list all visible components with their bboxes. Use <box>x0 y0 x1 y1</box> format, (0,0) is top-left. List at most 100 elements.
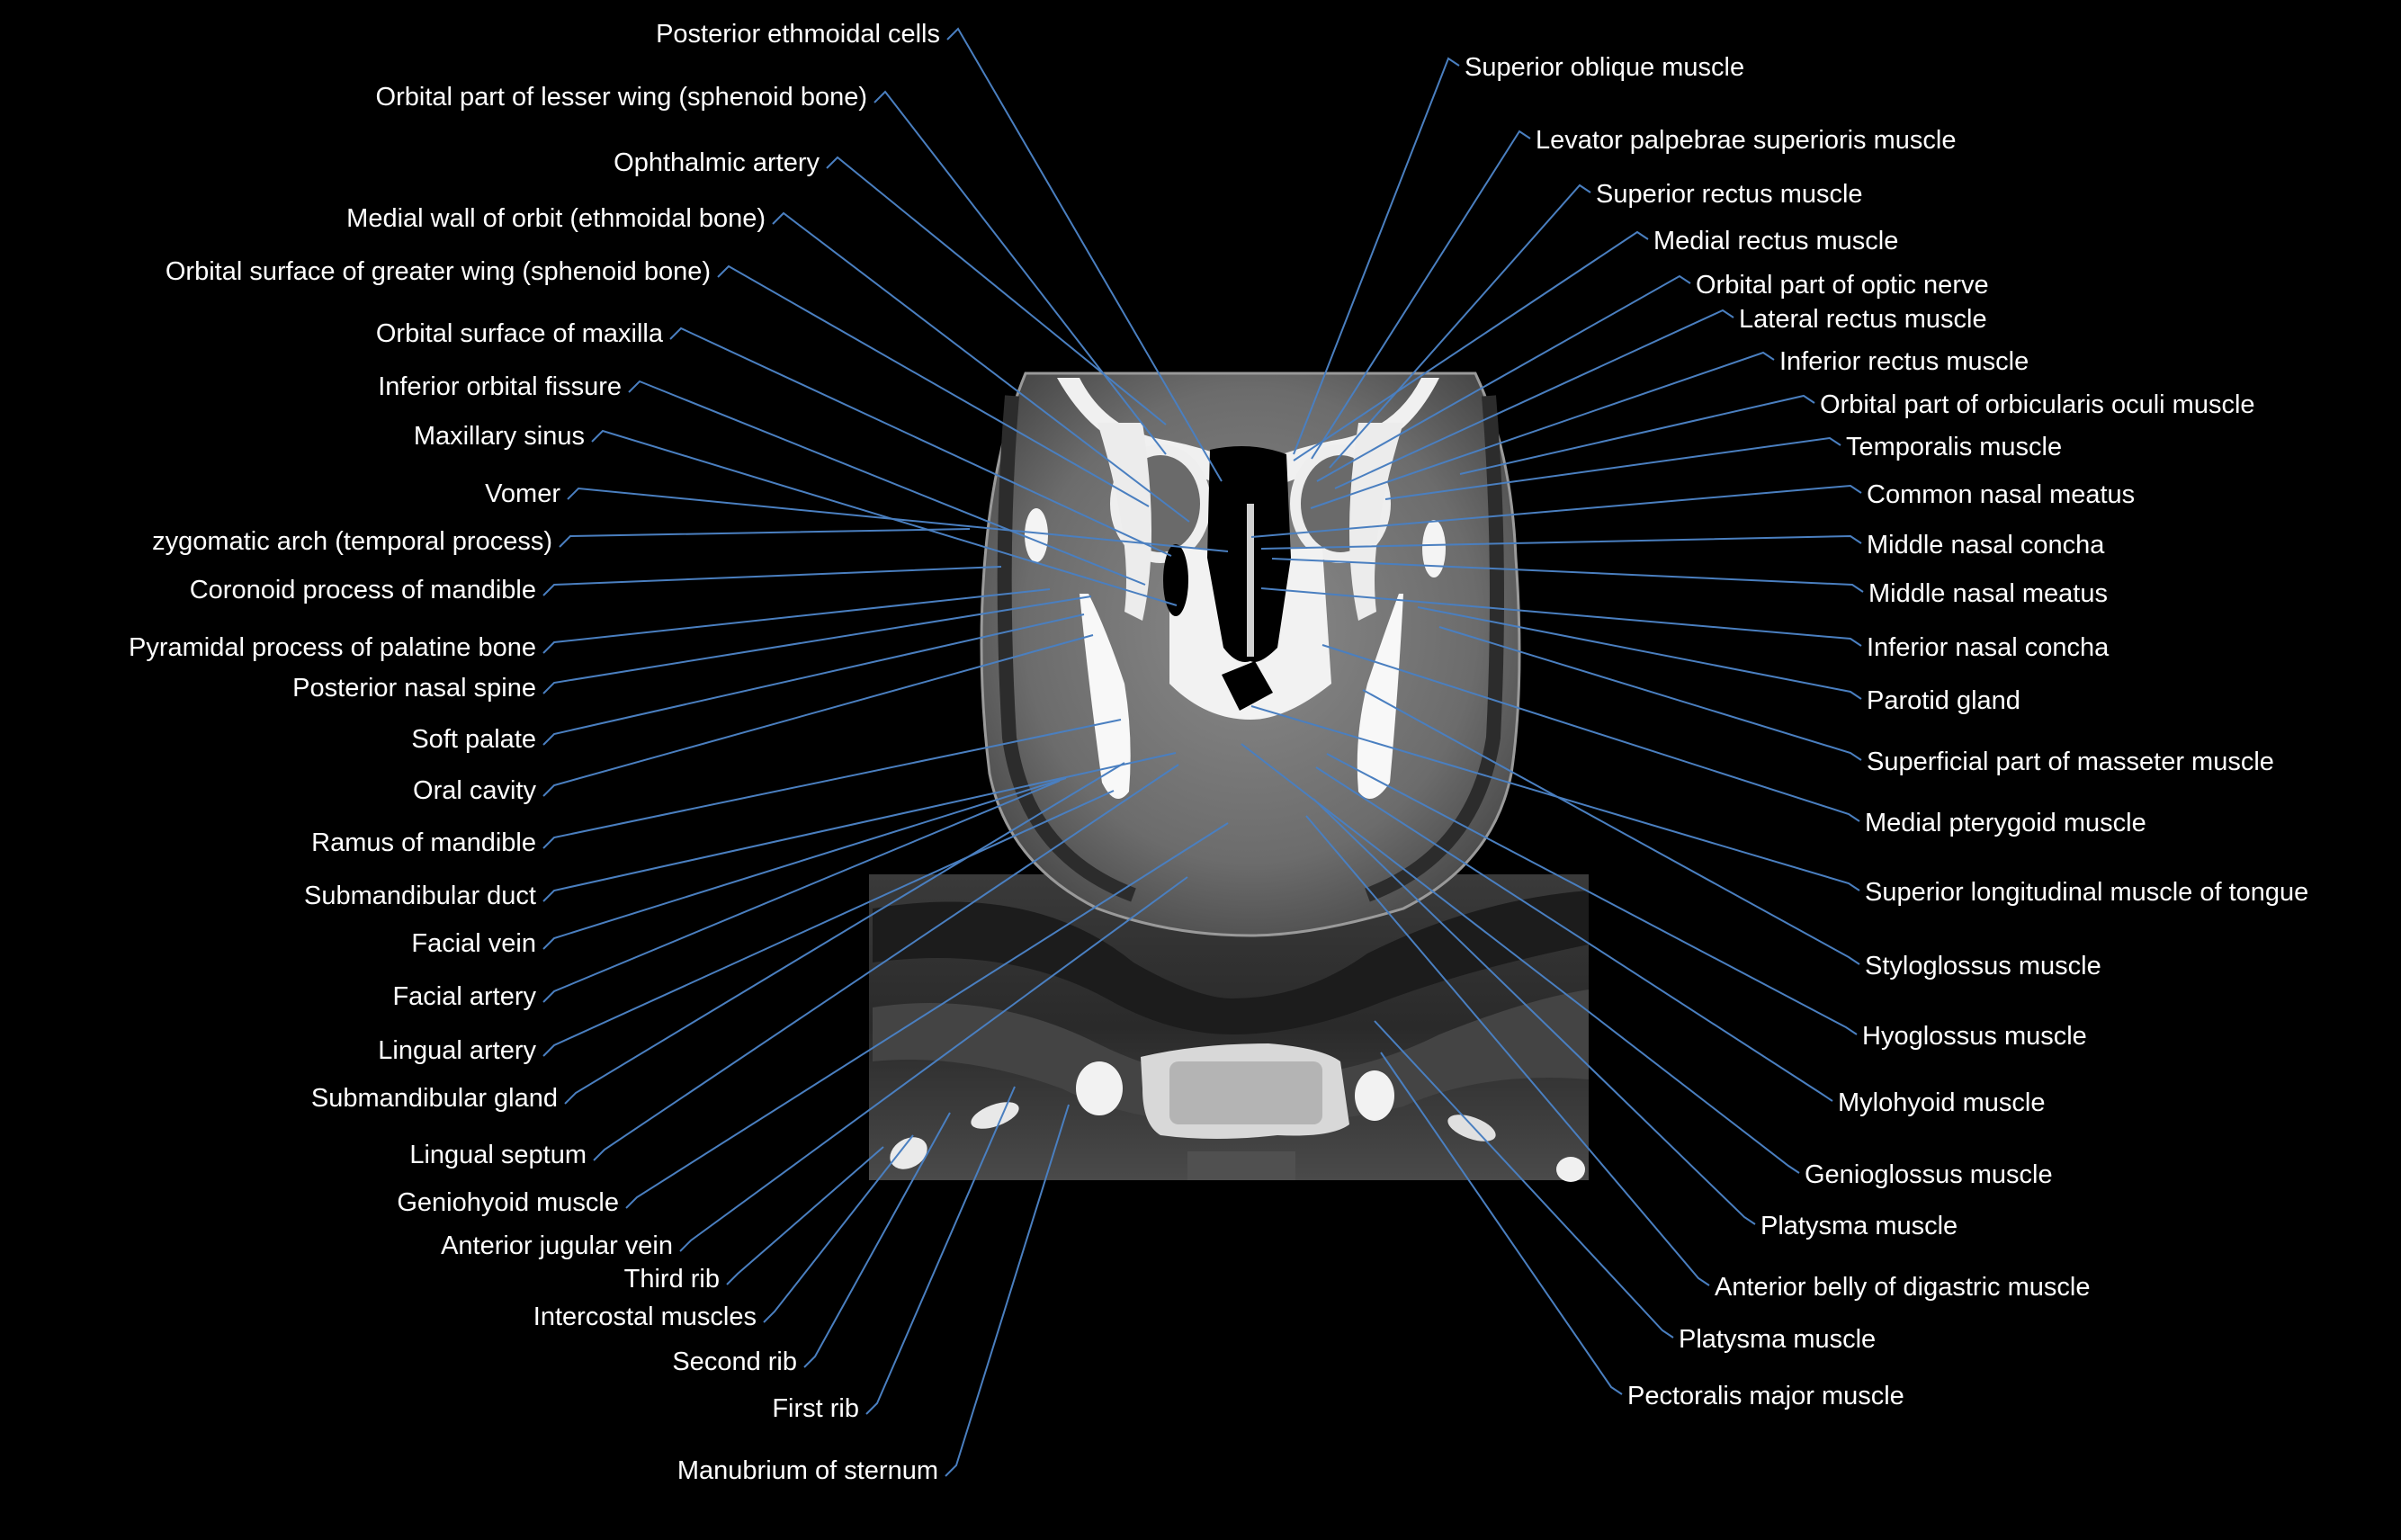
anatomy-label: Intercostal muscles <box>533 1303 757 1331</box>
leader-line <box>1321 644 1860 822</box>
anatomy-label: Pyramidal process of palatine bone <box>129 633 536 662</box>
anatomy-label: Platysma muscle <box>1679 1325 1877 1354</box>
leader-line <box>564 762 1125 1105</box>
leader-line <box>1334 309 1734 489</box>
leader-line <box>593 764 1179 1161</box>
leader-line <box>1241 743 1800 1174</box>
leader-line <box>1311 130 1531 460</box>
anatomy-label: Inferior nasal concha <box>1867 633 2110 662</box>
leader-line <box>1271 558 1864 593</box>
anatomy-label: Anterior belly of digastric muscle <box>1715 1273 2091 1302</box>
anatomy-label: Posterior nasal spine <box>292 674 536 703</box>
anatomy-label: Anterior jugular vein <box>441 1231 673 1260</box>
leader-line <box>542 719 1122 849</box>
leader-line <box>669 327 1172 557</box>
leader-line <box>542 780 1061 1003</box>
leader-line <box>679 876 1188 1252</box>
leader-line <box>1260 587 1862 647</box>
leader-line <box>542 595 1092 694</box>
anatomy-label: Facial vein <box>411 929 536 958</box>
leader-line <box>1293 230 1649 461</box>
leader-line <box>1305 815 1710 1286</box>
anatomy-label: Lingual septum <box>409 1141 587 1169</box>
anatomy-label: Parotid gland <box>1867 686 2020 715</box>
leader-line <box>542 634 1094 797</box>
leader-line <box>1329 184 1591 469</box>
anatomy-label: Ophthalmic artery <box>614 148 820 177</box>
leader-line <box>1316 274 1691 482</box>
anatomy-label: Superficial part of masseter muscle <box>1867 748 2274 776</box>
anatomy-label: Orbital surface of maxilla <box>375 319 663 348</box>
leader-line <box>559 528 971 548</box>
anatomy-label: Orbital part of lesser wing (sphenoid bo… <box>375 83 867 112</box>
anatomy-label: Posterior ethmoidal cells <box>656 20 940 49</box>
anatomy-label: Inferior orbital fissure <box>378 372 622 401</box>
leader-line <box>1326 753 1858 1035</box>
anatomy-label: Soft palate <box>411 725 536 754</box>
leader-line <box>591 429 1178 606</box>
leader-line <box>1384 436 1841 500</box>
leader-line <box>542 752 1177 902</box>
leader-line <box>542 613 1085 746</box>
leader-line <box>542 777 1067 950</box>
anatomy-label: Genioglossus muscle <box>1805 1160 2053 1189</box>
leader-line <box>1260 534 1862 550</box>
leader-line <box>1438 626 1862 761</box>
anatomy-label: Superior rectus muscle <box>1596 180 1863 209</box>
anatomy-label: Submandibular duct <box>304 882 536 910</box>
anatomy-label: Inferior rectus muscle <box>1779 347 2029 376</box>
anatomy-label: Middle nasal concha <box>1867 531 2105 560</box>
leader-line <box>717 264 1150 507</box>
leader-line <box>567 487 1229 552</box>
anatomy-label: Styloglossus muscle <box>1865 952 2101 980</box>
anatomy-label: Common nasal meatus <box>1867 480 2136 509</box>
leader-line <box>1315 766 1833 1102</box>
anatomy-label: Superior longitudinal muscle of tongue <box>1865 878 2309 907</box>
anatomy-label: Submandibular gland <box>310 1084 558 1113</box>
anatomy-label: Manubrium of sternum <box>676 1456 938 1485</box>
leader-line <box>542 790 1115 1057</box>
anatomy-label: Third rib <box>623 1265 720 1294</box>
leader-line <box>542 588 1051 654</box>
anatomy-label: Hyoglossus muscle <box>1862 1022 2087 1051</box>
leader-line <box>1293 57 1460 455</box>
anatomy-label: Facial artery <box>392 982 536 1011</box>
anatomy-label: Pectoralis major muscle <box>1627 1382 1904 1410</box>
anatomy-label: zygomatic arch (temporal process) <box>152 527 552 556</box>
leader-line <box>763 1134 914 1323</box>
anatomy-label: Middle nasal meatus <box>1868 579 2108 608</box>
anatomy-label: Medial pterygoid muscle <box>1865 809 2146 837</box>
anatomy-label: First rib <box>772 1394 859 1423</box>
leader-line <box>1417 606 1862 700</box>
leader-line <box>1459 394 1815 475</box>
anatomy-label: Lingual artery <box>378 1036 536 1065</box>
leader-line <box>1380 1052 1623 1395</box>
anatomy-label: Levator palpebrae superioris muscle <box>1536 126 1957 155</box>
anatomy-label: Orbital part of orbicularis oculi muscle <box>1820 390 2255 419</box>
anatomy-label: Mylohyoid muscle <box>1838 1088 2046 1117</box>
anatomy-label: Medial rectus muscle <box>1653 227 1899 255</box>
leader-line <box>945 1104 1070 1477</box>
anatomy-label: Oral cavity <box>413 776 536 805</box>
anatomy-label: Vomer <box>485 479 560 508</box>
anatomy-label: Second rib <box>672 1348 797 1376</box>
leader-line <box>625 822 1229 1209</box>
anatomy-label: Geniohyoid muscle <box>397 1188 619 1217</box>
leader-line <box>1374 1020 1674 1339</box>
leader-line <box>865 1086 1016 1415</box>
leader-line <box>803 1112 951 1368</box>
leader-line <box>1250 484 1862 538</box>
anatomy-label: Temporalis muscle <box>1846 433 2063 461</box>
anatomy-label: Medial wall of orbit (ethmoidal bone) <box>346 204 766 233</box>
leader-line <box>726 1146 884 1285</box>
leader-line <box>542 566 1002 596</box>
leader-line <box>772 211 1190 523</box>
anatomy-label: Maxillary sinus <box>413 422 585 451</box>
anatomy-label: Platysma muscle <box>1760 1212 1958 1240</box>
anatomy-label: Orbital surface of greater wing (sphenoi… <box>165 257 711 286</box>
leader-line <box>946 27 1223 482</box>
anatomy-label: Coronoid process of mandible <box>189 576 536 604</box>
